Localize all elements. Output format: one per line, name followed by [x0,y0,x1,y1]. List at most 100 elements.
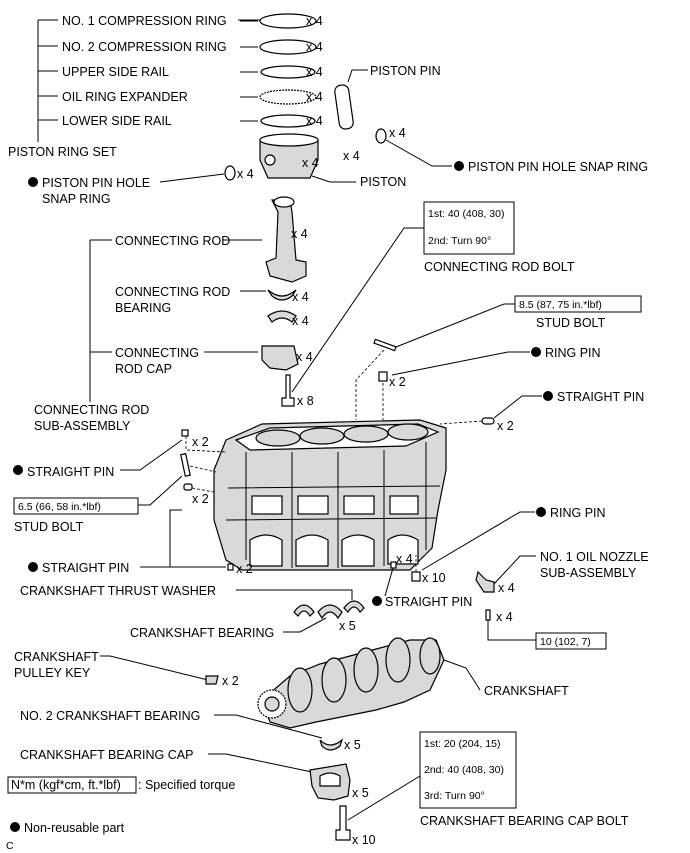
stud-bolt-left-torque: 6.5 (66, 58 in.*lbf) [18,501,101,513]
conrod-bearing-upper-icon [267,289,297,301]
expander-qty: x 4 [306,90,323,104]
pulley-key-qty: x 2 [222,674,239,688]
piston-pin-group: PISTON PIN x 4 [334,64,441,163]
straight-pin-left-top-qty: x 2 [192,435,209,449]
crankshaft-bearing-label: CRANKSHAFT BEARING [130,626,274,640]
stud-bolt-left-group: 6.5 (66, 58 in.*lbf) STUD BOLT [13,452,217,534]
oil-nozzle-label-2: SUB-ASSEMBLY [540,566,637,580]
stud-bolt-left-label: STUD BOLT [14,520,84,534]
no2-compression-ring-label: NO. 2 COMPRESSION RING [62,40,227,54]
straight-pin-icon [227,563,234,571]
no2-bearing-icon [319,738,344,751]
ring-pin-bottom-label: RING PIN [550,506,606,520]
oil-ring-expander-icon [259,89,317,105]
piston-pin-icon [334,84,354,130]
bearing-cap-bolt-torque-box [419,731,517,809]
non-reusable-bullet-icon [543,391,553,401]
stud-bolt-left-torque-box [13,497,139,515]
torque-legend-desc: : Specified torque [138,778,235,792]
straight-pin-icon [481,417,495,425]
bearing-cap-bolt-icon [335,805,351,841]
bearing-cap-group: CRANKSHAFT BEARING CAP x 5 x 10 [20,748,421,847]
non-reusable-bullet-icon [536,507,546,517]
pulley-key-icon [205,675,219,685]
conrod-bearing-label-2: BEARING [115,301,171,315]
upper-side-rail-label: UPPER SIDE RAIL [62,65,169,79]
no1-compression-ring-icon [259,13,317,29]
crankshaft-bearing-group: CRANKSHAFT THRUST WASHER x 5 CRANKSHAFT … [20,584,365,640]
upper-side-rail-icon [260,65,316,79]
conrod-bearing-qty-1: x 4 [292,290,309,304]
straight-pin-left-bottom-qty: x 2 [236,562,253,576]
oil-nozzle-bolt-icon [485,609,491,621]
lower-side-rail-label: LOWER SIDE RAIL [62,114,172,128]
no1-compression-ring-label: NO. 1 COMPRESSION RING [62,14,227,28]
conrod-cap-label-1: CONNECTING [115,346,199,360]
ring-pin-top-label: RING PIN [545,346,601,360]
stud-bolt-icon [180,452,191,477]
non-reusable-legend: Non-reusable part [24,821,125,835]
no1-ring-qty: x 4 [306,14,323,28]
corner-mark: C [6,840,14,852]
non-reusable-bullet-icon [454,161,464,171]
lower-side-rail-icon [260,114,316,128]
conrod-cap-qty: x 4 [296,350,313,364]
legend: N*m (kgf*cm, ft.*lbf) : Specified torque… [6,776,235,852]
conrod-bolt-qty: x 8 [297,394,314,408]
conrod-bearing-qty-2: x 4 [292,314,309,328]
conrod-bolt-torque-1: 1st: 40 (408, 30) [428,208,504,220]
straight-pin-left-top-group: x 2 STRAIGHT PIN [13,429,227,479]
piston-pin-label: PISTON PIN [370,64,441,78]
torque-legend-unit: N*m (kgf*cm, ft.*lbf) [11,778,121,792]
bearing-cap-bolt-torque-1: 1st: 20 (204, 15) [424,738,500,750]
oil-nozzle-label-1: NO. 1 OIL NOZZLE [540,550,649,564]
upper-rail-qty: x 4 [306,65,323,79]
snap-ring-icon [375,128,387,144]
oil-nozzle-torque: 10 (102, 7) [540,636,591,648]
torque-legend-box [7,776,137,794]
lower-rail-qty: x 4 [306,114,323,128]
snap-ring-right-group: x 4 PISTON PIN HOLE SNAP RING [375,126,648,174]
straight-pin-icon [181,429,189,437]
piston-ring-set-group: NO. 1 COMPRESSION RING NO. 2 COMPRESSION… [8,13,323,159]
cylinder-block-icon [213,419,447,571]
piston-group: x 4 PISTON [259,133,406,189]
pulley-key-label-1: CRANKSHAFT [14,650,99,664]
oil-nozzle-qty: x 4 [498,581,515,595]
oil-nozzle-group: NO. 1 OIL NOZZLE SUB-ASSEMBLY x 4 x 4 10… [475,550,649,650]
snap-ring-right-label: PISTON PIN HOLE SNAP RING [468,160,648,174]
piston-pin-qty: x 4 [343,149,360,163]
straight-pin-bottom-qty: x 4 [396,552,413,566]
non-reusable-bullet-icon [28,177,38,187]
stud-bolt-icon [373,338,397,352]
stud-bolt-right-label: STUD BOLT [536,316,606,330]
thrust-washer-icon [343,600,365,613]
straight-pin-bottom-label: STRAIGHT PIN [385,595,472,609]
non-reusable-bullet-icon [372,596,382,606]
conrod-cap-icon [261,345,299,371]
connecting-rod-bolt-icon [281,374,295,407]
connecting-rod-group: CONNECTING ROD x 4 CONNECTING ROD BEARIN… [34,196,314,433]
snap-ring-icon [224,165,236,181]
ring-pin-top-group: RING PIN x 2 [378,346,601,420]
cylinder-block [213,419,447,571]
piston-ring-set-title: PISTON RING SET [8,145,117,159]
stud-bolt-left-qty: x 2 [192,492,209,506]
straight-pin-left-bottom-group: x 2 STRAIGHT PIN x 2 [28,483,253,576]
conrod-sub-label-1: CONNECTING ROD [34,403,149,417]
conrod-bolt-torque-2: 2nd: Turn 90° [428,235,491,247]
no2-bearing-label: NO. 2 CRANKSHAFT BEARING [20,709,200,723]
straight-pin-icon [390,561,397,569]
no2-ring-qty: x 4 [306,40,323,54]
crankshaft-bearing-icon [317,604,343,620]
stud-bolt-right-group: 8.5 (87, 75 in.*lbf) STUD BOLT [355,295,642,420]
snap-ring-right-qty: x 4 [389,126,406,140]
straight-pin-right-label: STRAIGHT PIN [557,390,644,404]
snap-ring-left-qty: x 4 [237,167,254,181]
no2-compression-ring-icon [259,39,317,55]
stud-bolt-right-torque: 8.5 (87, 75 in.*lbf) [519,299,602,311]
pulley-key-label-2: PULLEY KEY [14,666,91,680]
bearing-cap-label: CRANKSHAFT BEARING CAP [20,748,193,762]
bearing-cap-bolt-qty: x 10 [352,833,376,847]
